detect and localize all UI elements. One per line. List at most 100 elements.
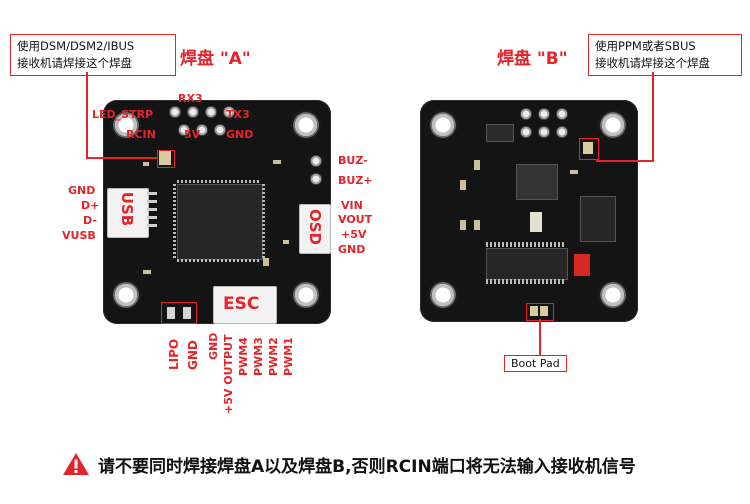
header-pin xyxy=(556,108,568,120)
callout-pad-a: 使用DSM/DSM2/IBUS 接收机请焊接这个焊盘 xyxy=(10,34,176,76)
white-capacitor xyxy=(530,212,542,232)
gnd-pad xyxy=(183,307,191,319)
pin-label-buz-plus: BUZ+ xyxy=(338,174,373,187)
pad-a-title: 焊盘 "A" xyxy=(180,49,251,69)
header-pin xyxy=(169,106,181,118)
smd-part xyxy=(143,270,151,274)
warning-icon xyxy=(63,453,89,475)
pin-label-pwm4: PWM4 xyxy=(237,337,250,376)
leader-line-boot xyxy=(539,319,541,355)
pin-label-gnd-osd: GND xyxy=(338,243,366,256)
pin-label-pwm3: PWM3 xyxy=(252,337,265,376)
boot-pad-label: Boot Pad xyxy=(504,355,567,372)
mount-hole-br xyxy=(291,280,321,310)
callout-pad-a-line2: 接收机请焊接这个焊盘 xyxy=(17,56,132,70)
header-pin xyxy=(187,106,199,118)
power-pad-highlight xyxy=(161,302,197,324)
pin-label-vout: VOUT xyxy=(338,213,373,226)
pin-label-rcin: RCIN xyxy=(126,128,156,141)
mount-hole-bl xyxy=(428,280,458,310)
flight-controller-top-view: USB OSD ESC xyxy=(103,100,331,324)
pin-label-usb-dminus: D- xyxy=(83,214,97,227)
warning-banner: 请不要同时焊接焊盘A以及焊盘B,否则RCIN端口将无法输入接收机信号 xyxy=(62,449,742,479)
pin-label-rx3: RX3 xyxy=(178,92,203,105)
pad-b-title: 焊盘 "B" xyxy=(497,49,568,69)
driver-chip xyxy=(486,248,568,280)
boot-pad-solder xyxy=(540,306,548,316)
pin-label-lipo: LIPO xyxy=(167,338,181,370)
driver-chip-leads-bottom xyxy=(486,279,566,284)
power-chip xyxy=(580,196,616,242)
pin-label-esc-gnd: GND xyxy=(207,332,220,360)
red-component xyxy=(574,254,590,276)
usb-pins xyxy=(147,192,157,232)
usb-connector xyxy=(107,188,149,238)
mcu-chip xyxy=(177,184,263,260)
mount-hole-tl xyxy=(111,110,141,140)
header-pin xyxy=(205,106,217,118)
smd-part xyxy=(460,220,466,230)
smd-part xyxy=(263,258,269,266)
mount-hole-tr xyxy=(598,110,628,140)
header-pin xyxy=(556,126,568,138)
pad-a-highlight xyxy=(157,150,175,168)
pin-label-vusb: VUSB xyxy=(62,229,96,242)
header-pin xyxy=(538,108,550,120)
usb-label: USB xyxy=(118,191,136,227)
smd-part xyxy=(570,170,578,174)
header-pin xyxy=(520,108,532,120)
flight-controller-bottom-view xyxy=(420,100,638,322)
regulator-chip xyxy=(516,164,558,200)
leader-line-b-vertical xyxy=(652,72,654,162)
pin-label-pwm2: PWM2 xyxy=(267,337,280,376)
callout-pad-b: 使用PPM或者SBUS 接收机请焊接这个焊盘 xyxy=(588,34,742,76)
header-pin xyxy=(538,126,550,138)
mount-hole-bl xyxy=(111,280,141,310)
callout-pad-b-line2: 接收机请焊接这个焊盘 xyxy=(595,56,710,70)
pad-b-highlight xyxy=(579,138,599,160)
pin-label-gnd-top: GND xyxy=(226,128,254,141)
header-pin xyxy=(196,124,208,136)
leader-line-b-horizontal xyxy=(596,160,654,162)
callout-pad-b-line1: 使用PPM或者SBUS xyxy=(595,39,696,53)
smd-part xyxy=(474,220,480,230)
pin-label-5v: 5V xyxy=(184,128,201,141)
pin-label-buz-minus: BUZ- xyxy=(338,154,368,167)
smd-part xyxy=(283,240,289,244)
leader-line-a-horizontal xyxy=(86,157,158,159)
lipo-pad xyxy=(167,307,175,319)
smd-part xyxy=(143,162,149,166)
pin-label-usb-dplus: D+ xyxy=(81,199,100,212)
driver-chip-leads-top xyxy=(486,242,566,247)
boot-pad-solder xyxy=(530,306,538,316)
pad-a-solder xyxy=(159,151,171,165)
mcu-leads-right xyxy=(262,184,265,258)
smd-part xyxy=(474,160,480,170)
pin-label-5v-osd: +5V xyxy=(341,228,367,241)
mount-hole-tl xyxy=(428,110,458,140)
osd-label: OSD xyxy=(306,208,324,245)
header-pin xyxy=(223,106,235,118)
pin-label-gnd-power: GND xyxy=(186,340,200,370)
esc-connector xyxy=(213,286,277,324)
header-pin xyxy=(214,124,226,136)
osd-connector xyxy=(299,204,331,254)
buzzer-pin xyxy=(310,155,322,167)
header-pin xyxy=(178,124,190,136)
sensor-chip xyxy=(486,124,514,142)
mcu-leads-top xyxy=(177,180,261,183)
mcu-leads-left xyxy=(173,184,176,258)
pin-label-led-strp: LED_STRP xyxy=(92,108,154,121)
pin-label-vin: VIN xyxy=(341,199,363,212)
pad-b-solder xyxy=(583,142,593,154)
mount-hole-tr xyxy=(291,110,321,140)
pin-label-pwm1: PWM1 xyxy=(282,337,295,376)
esc-label: ESC xyxy=(223,294,260,314)
pin-label-usb-gnd: GND xyxy=(68,184,96,197)
mcu-leads-bottom xyxy=(177,259,261,262)
callout-pad-a-line1: 使用DSM/DSM2/IBUS xyxy=(17,39,135,53)
mount-hole-br xyxy=(598,280,628,310)
pin-label-5v-output: +5V OUTPUT xyxy=(222,334,235,415)
header-pin xyxy=(520,126,532,138)
smd-part xyxy=(273,160,281,164)
